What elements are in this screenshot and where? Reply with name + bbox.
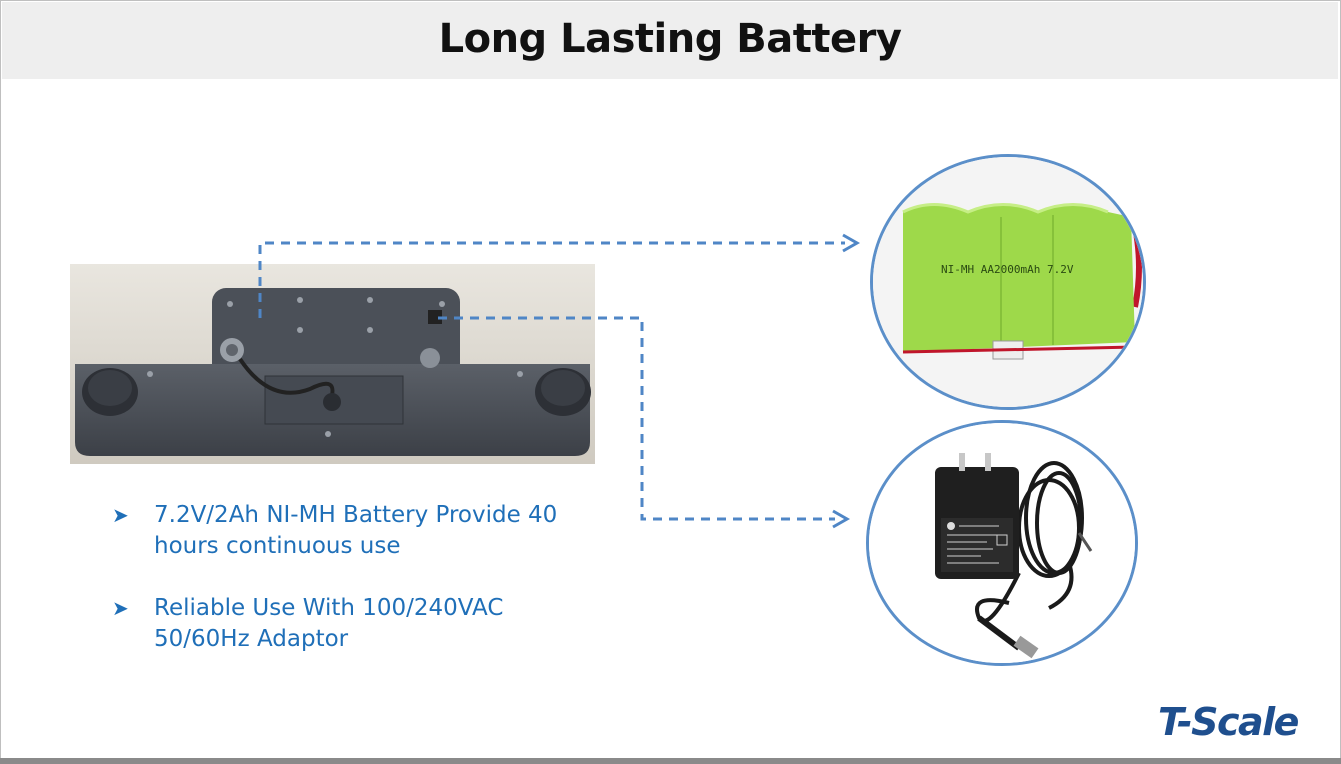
list-item: ➤ Reliable Use With 100/240VAC 50/60Hz A… [112,593,632,655]
battery-label: NI-MH AA2000mAh 7.2V [941,263,1074,276]
bullet-line: Reliable Use With 100/240VAC [154,595,504,621]
bullet-line: 7.2V/2Ah NI-MH Battery Provide 40 [154,502,558,528]
title-bar: Long Lasting Battery [2,2,1338,79]
page-title: Long Lasting Battery [438,16,902,62]
feature-list: ➤ 7.2V/2Ah NI-MH Battery Provide 40 hour… [112,500,632,686]
scale-underside-photo [70,264,595,464]
bullet-line: hours continuous use [154,533,401,559]
bullet-line: 50/60Hz Adaptor [154,626,349,652]
battery-pack-photo: NI-MH AA2000mAh 7.2V [870,154,1146,410]
list-item: ➤ 7.2V/2Ah NI-MH Battery Provide 40 hour… [112,500,632,562]
power-adapter-photo [866,420,1138,666]
arrowhead-bullet-icon: ➤ [112,503,129,527]
bottom-rule [0,758,1341,764]
brand-logo: T-Scale [1158,700,1299,744]
arrowhead-bullet-icon: ➤ [112,596,129,620]
